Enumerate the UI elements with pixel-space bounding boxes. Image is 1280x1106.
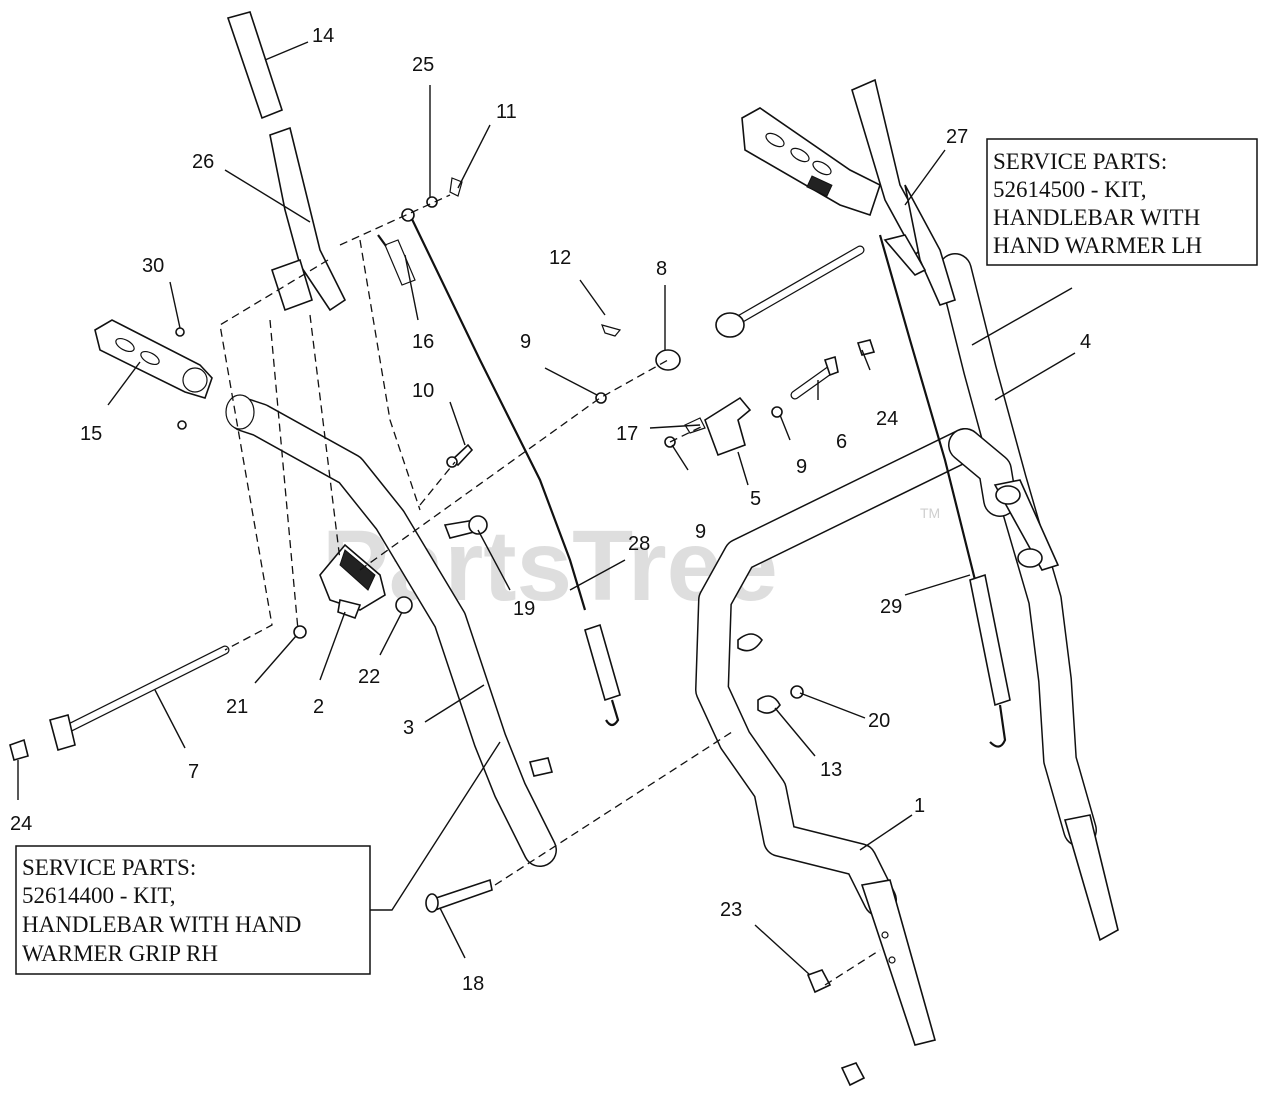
lh-upper-tube-part-4[interactable] [938, 253, 1119, 942]
callout-25[interactable]: 25 [412, 54, 434, 76]
callout-29[interactable]: 29 [880, 596, 902, 618]
callout-5[interactable]: 5 [750, 488, 761, 510]
callout-7[interactable]: 7 [188, 761, 199, 783]
callout-9-b[interactable]: 9 [796, 456, 807, 478]
callout-30[interactable]: 30 [142, 255, 164, 277]
lh-upper-bar-part-27[interactable] [851, 78, 956, 306]
lh-bracket-part-5-6-17[interactable] [664, 355, 839, 457]
callout-labels: 14 25 11 26 27 30 12 8 16 9 15 10 24 4 1… [10, 25, 1091, 995]
rh-lever-housing-part-2[interactable] [319, 543, 386, 620]
assembly-guide-lines [219, 194, 881, 986]
callout-17[interactable]: 17 [616, 423, 638, 445]
leader-lines [17, 41, 1076, 976]
callout-19[interactable]: 19 [513, 598, 535, 620]
service-box-lh-line-2: 52614500 - KIT, [993, 177, 1147, 202]
callout-27[interactable]: 27 [946, 126, 968, 148]
rh-spring-part-16[interactable] [377, 234, 416, 286]
service-box-rh-line-4: WARMER GRIP RH [22, 941, 218, 966]
service-box-lh-line-3: HANDLEBAR WITH [993, 205, 1200, 230]
callout-24-b[interactable]: 24 [10, 813, 32, 835]
callout-1[interactable]: 1 [914, 795, 925, 817]
rh-hand-warmer-grip-part-15[interactable] [94, 319, 213, 430]
rh-hardware[interactable] [9, 177, 493, 913]
callout-22[interactable]: 22 [358, 666, 380, 688]
callout-18[interactable]: 18 [462, 973, 484, 995]
callout-6[interactable]: 6 [836, 431, 847, 453]
rh-top-cap-part-14[interactable] [226, 11, 283, 120]
callout-24-a[interactable]: 24 [876, 408, 898, 430]
rh-cable-part-28[interactable] [401, 208, 621, 727]
lh-shaft-part-8[interactable] [595, 245, 865, 404]
callout-12[interactable]: 12 [549, 247, 571, 269]
service-parts-box-lh: SERVICE PARTS: 52614500 - KIT, HANDLEBAR… [986, 138, 1258, 266]
callout-20[interactable]: 20 [868, 710, 890, 732]
lh-hardware[interactable] [737, 339, 1043, 1087]
service-box-lh-line-1: SERVICE PARTS: [993, 149, 1167, 174]
callout-15[interactable]: 15 [80, 423, 102, 445]
lh-cable-part-29[interactable] [878, 234, 1011, 748]
service-box-lh-line-4: HAND WARMER LH [993, 233, 1202, 258]
service-box-rh-line-3: HANDLEBAR WITH HAND [22, 912, 301, 937]
callout-21[interactable]: 21 [226, 696, 248, 718]
callout-14[interactable]: 14 [312, 25, 334, 47]
callout-4[interactable]: 4 [1080, 331, 1091, 353]
callout-28[interactable]: 28 [628, 533, 650, 555]
callout-3[interactable]: 3 [403, 717, 414, 739]
rh-rod-part-7[interactable] [49, 645, 230, 751]
callout-10[interactable]: 10 [412, 380, 434, 402]
callout-2[interactable]: 2 [313, 696, 324, 718]
rh-upper-bar-part-26[interactable] [269, 126, 347, 312]
service-parts-box-rh: SERVICE PARTS: 52614400 - KIT, HANDLEBAR… [15, 845, 371, 975]
rh-tube-part-3[interactable] [225, 394, 557, 867]
watermark-trademark: TM [920, 505, 940, 521]
service-box-rh-line-1: SERVICE PARTS: [22, 855, 196, 880]
callout-9-a[interactable]: 9 [520, 331, 531, 353]
lh-hand-warmer-grip[interactable] [741, 107, 881, 217]
callout-13[interactable]: 13 [820, 759, 842, 781]
callout-11[interactable]: 11 [496, 101, 517, 123]
callout-23[interactable]: 23 [720, 899, 742, 921]
callout-26[interactable]: 26 [192, 151, 214, 173]
service-box-rh-line-2: 52614400 - KIT, [22, 883, 176, 908]
lh-lower-frame-part-1[interactable] [695, 428, 1060, 1046]
callout-9-c[interactable]: 9 [695, 521, 706, 543]
callout-8[interactable]: 8 [656, 258, 667, 280]
callout-16[interactable]: 16 [412, 331, 434, 353]
